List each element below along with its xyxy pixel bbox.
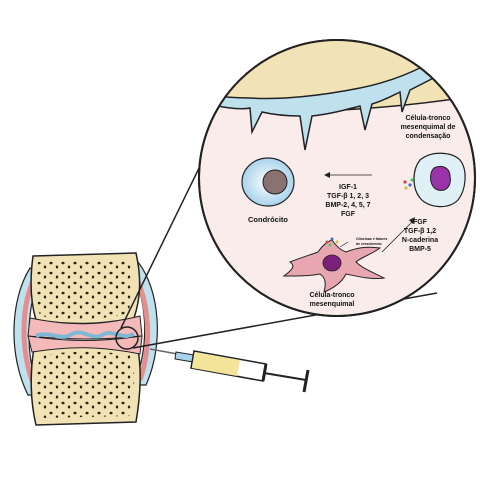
differentiation-arrow xyxy=(324,172,372,178)
factor-right-3: N-caderina xyxy=(402,237,438,244)
label-condensation-line2: mesenquimal de xyxy=(401,124,456,131)
lower-cartilage xyxy=(27,335,143,355)
factor-top-2: TGF-β 1, 2, 3 xyxy=(327,193,369,200)
subchondral-layer xyxy=(199,40,475,151)
factor-top-3: BMP-2, 4, 5, 7 xyxy=(325,202,370,209)
factor-list-top: IGF-1 TGF-β 1, 2, 3 BMP-2, 4, 5, 7 FGF xyxy=(325,184,370,218)
label-chondrocyte: Condrócito xyxy=(248,215,288,224)
factor-right-1: FGF xyxy=(413,219,428,226)
condensation-arrow xyxy=(381,217,415,253)
factor-top-4: FGF xyxy=(341,211,356,218)
label-condensation-line1: Célula-tronco xyxy=(405,115,450,122)
factor-list-right: FGF TGF-β 1,2 N-caderina BMP-5 xyxy=(402,219,438,253)
label-mesenchymal-line1: Célula-tronco xyxy=(309,292,354,299)
factor-right-2: TGF-β 1,2 xyxy=(404,228,436,235)
chondrocyte-cell xyxy=(241,157,295,207)
mesenchymal-stem-cell xyxy=(282,237,386,293)
small-note-line1: Citocinas e fatores xyxy=(356,237,387,241)
syringe-plunger-end xyxy=(302,369,310,393)
label-mesenchymal-line2: mesenquimal xyxy=(310,301,355,308)
factor-top-1: IGF-1 xyxy=(339,184,357,191)
condensation-stem-cell xyxy=(403,152,466,208)
syringe xyxy=(149,348,310,393)
magnified-view xyxy=(198,39,476,317)
zoom-focus-circle xyxy=(115,326,139,350)
small-note-line2: de crescimento xyxy=(356,242,382,246)
factor-right-4: BMP-5 xyxy=(409,246,431,253)
syringe-fluid xyxy=(192,352,240,376)
label-condensation-line3: condensação xyxy=(406,133,451,140)
knee-joint xyxy=(13,252,158,426)
